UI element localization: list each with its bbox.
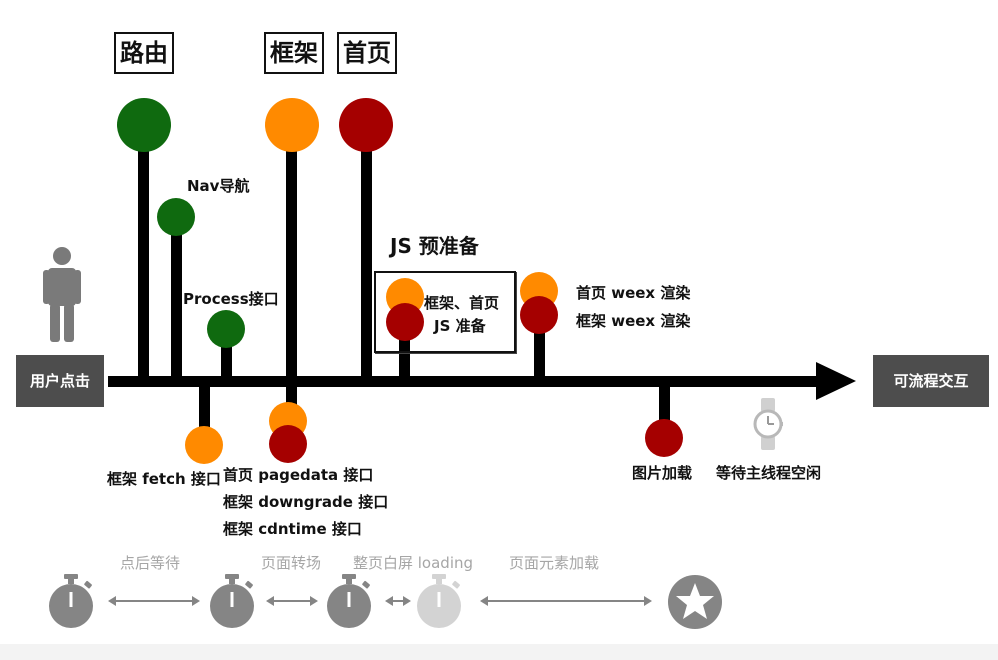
image-loading-circle — [645, 419, 683, 457]
homepage-stem — [361, 126, 372, 380]
homepage-circle — [339, 98, 393, 152]
star-icon — [668, 575, 722, 629]
js-prep-line1: 框架、首页 — [424, 294, 500, 312]
framework-circle — [265, 98, 319, 152]
phase-elements-label: 页面元素加载 — [509, 554, 600, 572]
phase-arrow — [480, 596, 652, 606]
cdntime-label: 框架 cdntime 接口 — [223, 520, 362, 538]
framework-weex-circle — [520, 296, 558, 334]
stopwatch-icon — [327, 574, 371, 628]
person-icon — [43, 247, 81, 342]
nav-circle — [157, 198, 195, 236]
routing-stem — [138, 126, 149, 380]
process-stem — [221, 328, 232, 380]
phase-wait-label: 点后等待 — [120, 554, 181, 572]
weex-render-stem — [534, 315, 545, 380]
pagedata-label: 首页 pagedata 接口 — [223, 466, 374, 484]
fetch-label: 框架 fetch 接口 — [107, 470, 221, 488]
fetch-circle — [185, 426, 223, 464]
stopwatch-icon — [49, 574, 93, 628]
process-label: Process接口 — [183, 290, 279, 308]
framework-weex-label: 框架 weex 渲染 — [576, 312, 691, 330]
interactive-box: 可流程交互 — [873, 355, 989, 407]
phase-arrow — [108, 596, 200, 606]
phase-white-screen-label: 整页白屏 loading — [353, 554, 474, 572]
phase-arrow — [385, 596, 411, 606]
image-loading-stem — [659, 380, 670, 432]
js-prep-title: JS 预准备 — [390, 234, 479, 258]
stopwatch-icon — [210, 574, 254, 628]
js-prep-line2: JS 准备 — [434, 317, 486, 335]
image-loading-label: 图片加载 — [632, 464, 693, 482]
downgrade-label: 框架 downgrade 接口 — [223, 493, 389, 511]
js-prep-box — [374, 271, 516, 353]
routing-label: 路由 — [114, 32, 174, 74]
fetch-stem — [199, 380, 210, 440]
home-weex-label: 首页 weex 渲染 — [576, 284, 691, 302]
framework-stem — [286, 126, 297, 416]
routing-circle — [117, 98, 171, 152]
process-circle — [207, 310, 245, 348]
pagedata-red-circle — [269, 425, 307, 463]
footer-bar — [0, 644, 998, 660]
nav-label: Nav导航 — [187, 177, 250, 195]
watch-icon — [753, 398, 783, 450]
nav-stem — [171, 216, 182, 380]
user-click-box: 用户点击 — [16, 355, 104, 407]
wait-idle-label: 等待主线程空闲 — [716, 464, 822, 482]
phase-arrow — [266, 596, 318, 606]
homepage-label: 首页 — [337, 32, 397, 74]
js-prep-red-circle — [386, 303, 424, 341]
phase-transition-label: 页面转场 — [261, 554, 322, 572]
stopwatch-icon — [417, 574, 461, 628]
framework-label: 框架 — [264, 32, 324, 74]
